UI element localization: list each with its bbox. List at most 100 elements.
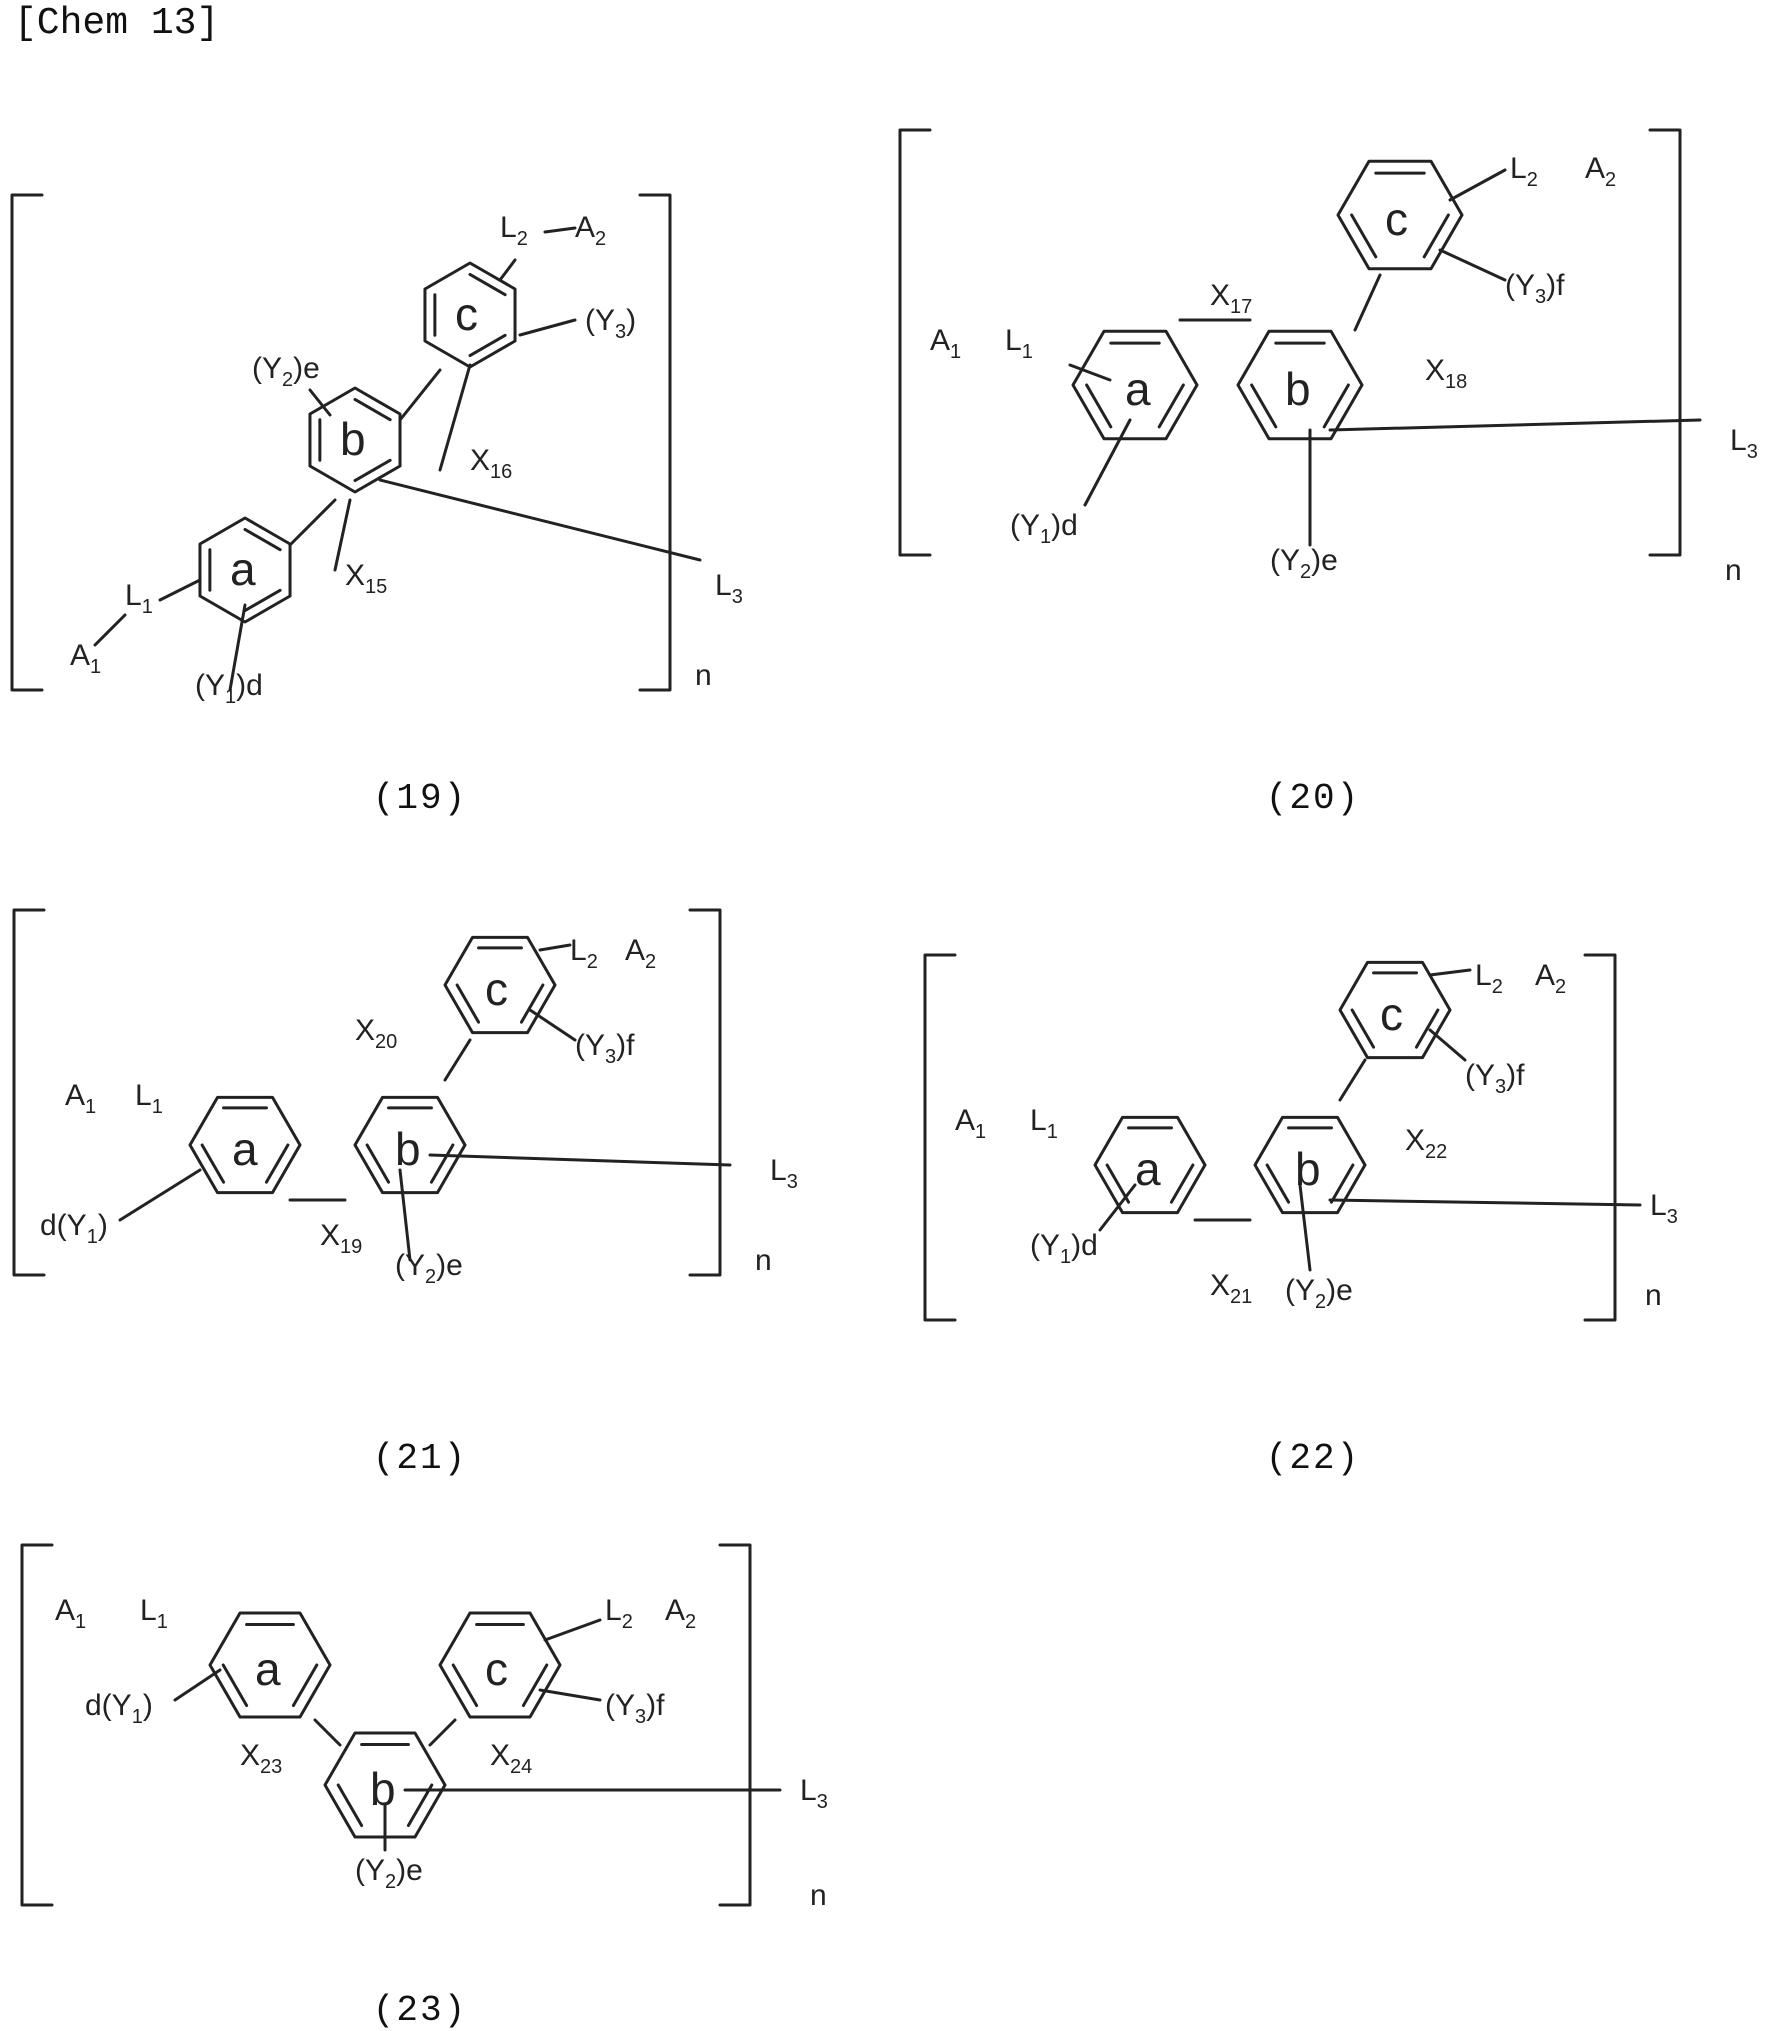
label-y3: (Y3) — [585, 304, 636, 343]
bond-line — [1330, 420, 1700, 430]
bond-line — [430, 1720, 455, 1745]
ring-label-c: c — [455, 288, 478, 340]
label-y3f-21: (Y3)f — [575, 1029, 635, 1068]
bracket-22-left — [925, 955, 955, 1320]
ring-23-b-inner — [338, 1785, 361, 1826]
label-y2e-22: (Y2)e — [1285, 1274, 1353, 1313]
bond-line — [1430, 970, 1470, 975]
ring-label-c-20: c — [1385, 193, 1408, 245]
label-y2e-21: (Y2)e — [395, 1249, 463, 1288]
label-y3f-22: (Y3)f — [1465, 1059, 1525, 1098]
bracket-20-left — [900, 130, 930, 555]
label-a2-20: A2 — [1585, 152, 1616, 191]
label-l1-23: L1 — [140, 1594, 168, 1633]
bracket-20-right — [1650, 130, 1680, 555]
ring-21-c-inner — [457, 985, 478, 1022]
label-x17: X17 — [1210, 279, 1252, 318]
label-a2-21: A2 — [625, 934, 656, 973]
bond-line — [1430, 1030, 1465, 1060]
ring-20-c-inner — [1352, 215, 1376, 257]
label-dy1-21: d(Y1) — [40, 1209, 108, 1248]
label-y1d-20: (Y1)d — [1010, 509, 1078, 548]
ring-23-a-inner — [223, 1665, 246, 1706]
ring-label-c-23: c — [485, 1643, 508, 1695]
ring-23-c-inner — [453, 1665, 476, 1706]
label-y2e: (Y2)e — [252, 352, 320, 391]
label-l2-23: L2 — [605, 1594, 633, 1633]
ring-20-b-inner — [1324, 385, 1348, 427]
ring-21-a-inner — [266, 1145, 287, 1182]
label-l2-21: L2 — [570, 934, 598, 973]
ring-label-a-22: a — [1135, 1143, 1161, 1195]
label-y3f-20: (Y3)f — [1505, 269, 1565, 308]
bond-line — [1100, 1185, 1135, 1230]
bond-line — [175, 1670, 220, 1700]
bond-line — [1340, 1060, 1365, 1100]
ring-label-a: a — [230, 543, 256, 595]
bracket-22-right — [1585, 955, 1615, 1320]
label-x20: X20 — [355, 1014, 397, 1053]
label-x23: X23 — [240, 1739, 282, 1778]
label-n-21: n — [755, 1244, 772, 1277]
label-l1-21: L1 — [135, 1079, 163, 1118]
label-n-19: n — [695, 659, 712, 692]
bond-line — [290, 500, 335, 545]
label-l3-22: L3 — [1650, 1189, 1678, 1228]
bracket-19-left — [12, 195, 42, 690]
bond-line — [440, 365, 470, 470]
label-a1-21: A1 — [65, 1079, 96, 1118]
ring-label-b: b — [340, 413, 366, 465]
bond-line — [530, 1010, 575, 1040]
label-x15: X15 — [345, 559, 387, 598]
bond-line — [315, 1720, 340, 1745]
label-l2-22: L2 — [1475, 959, 1503, 998]
ring-23-c-inner — [523, 1665, 546, 1706]
label-l2-20: L2 — [1510, 152, 1538, 191]
label-n-23: n — [810, 1879, 827, 1912]
bond-line — [400, 370, 440, 420]
ring-22-c-inner — [1352, 1010, 1373, 1047]
ring-label-b-23: b — [370, 1763, 396, 1815]
label-y2e-20: (Y2)e — [1270, 544, 1338, 583]
bond-line — [520, 320, 575, 335]
label-l1: L1 — [125, 579, 153, 618]
bond-line — [545, 228, 575, 232]
bond-line — [1450, 170, 1505, 200]
ring-20-a-inner — [1087, 385, 1111, 427]
ring-20-b-inner — [1252, 385, 1276, 427]
bracket-23-right — [720, 1545, 750, 1905]
label-y1d-22: (Y1)d — [1030, 1229, 1098, 1268]
ring-label-c-21: c — [485, 963, 508, 1015]
ring-label-a-20: a — [1125, 363, 1151, 415]
ring-label-a-21: a — [232, 1123, 258, 1175]
ring-22-b-inner — [1331, 1165, 1352, 1202]
label-l2: L2 — [500, 211, 528, 250]
label-l1-20: L1 — [1005, 324, 1033, 363]
label-x16: X16 — [470, 444, 512, 483]
bond-line — [500, 260, 515, 280]
bond-line — [160, 580, 200, 600]
label-x18: X18 — [1425, 354, 1467, 393]
bond-line — [430, 1155, 730, 1165]
bond-line — [540, 1690, 600, 1700]
label-a2-22: A2 — [1535, 959, 1566, 998]
bond-line — [545, 1620, 600, 1640]
label-x19: X19 — [320, 1219, 362, 1258]
label-l3-20: L3 — [1730, 424, 1758, 463]
ring-label-c-22: c — [1380, 988, 1403, 1040]
bond-line — [445, 1040, 470, 1080]
label-l1-22: L1 — [1030, 1104, 1058, 1143]
label-l3-21: L3 — [770, 1154, 798, 1193]
label-y2e-23: (Y2)e — [355, 1854, 423, 1893]
label-y3f-23: (Y3)f — [605, 1689, 665, 1728]
ring-21-b-inner — [431, 1145, 452, 1182]
ring-22-c-inner — [1416, 1010, 1437, 1047]
bracket-23-left — [22, 1545, 52, 1905]
ring-21-a-inner — [202, 1145, 223, 1182]
ring-label-b-20: b — [1285, 363, 1311, 415]
label-x24: X24 — [490, 1739, 532, 1778]
bond-line — [95, 615, 125, 645]
label-a2: A2 — [575, 211, 606, 250]
ring-22-a-inner — [1171, 1165, 1192, 1202]
